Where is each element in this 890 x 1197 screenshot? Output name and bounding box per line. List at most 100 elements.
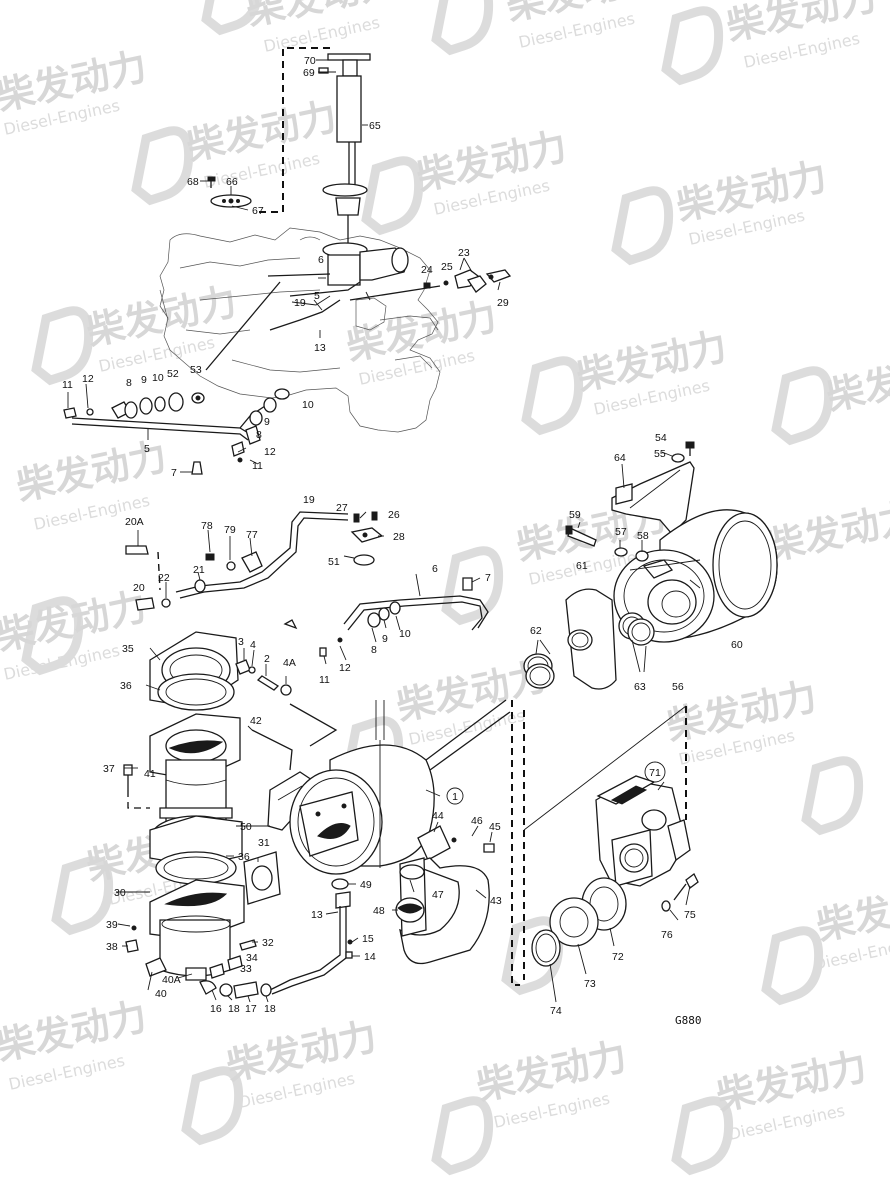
drawing-number: G880: [675, 1014, 702, 1027]
fittings-32-34: [209, 939, 257, 979]
part-label-13: 13: [314, 342, 326, 354]
part-label-22: 22: [158, 572, 170, 584]
part-label-11: 11: [62, 379, 73, 391]
part-label-48: 48: [373, 905, 385, 917]
watermark-brand: 柴发动力: [0, 994, 151, 1069]
gasket-66: [210, 194, 252, 208]
part-label-12: 12: [82, 373, 94, 385]
part-label-56: 56: [672, 681, 684, 693]
part-label-72: 72: [612, 951, 624, 963]
watermark-brand: 柴发动力: [813, 874, 890, 949]
part-label-6-b: 6: [432, 563, 438, 575]
part-label-24: 24: [421, 264, 433, 276]
part-label-44: 44: [432, 810, 444, 822]
part-label-14: 14: [364, 951, 376, 963]
part-label-8-c: 8: [371, 644, 377, 656]
watermark-brand: 柴发动力: [223, 1014, 381, 1089]
watermark-logo-icon: [761, 926, 824, 1006]
part-label-66: 66: [226, 176, 238, 188]
part-label-11-b: 11: [252, 460, 263, 472]
part-label-10-b: 10: [302, 399, 314, 411]
watermark-logo-icon: [361, 156, 424, 236]
part-label-45: 45: [489, 821, 501, 833]
part-label-9-c: 9: [382, 633, 388, 645]
part-label-12-c: 12: [339, 662, 351, 674]
part-label-8: 8: [126, 377, 132, 389]
part-label-30: 30: [114, 887, 126, 899]
part-label-62: 62: [530, 625, 542, 637]
bolt-54-55: [671, 441, 695, 463]
rings-62-63: [523, 612, 655, 689]
part-label-78: 78: [201, 520, 213, 532]
part-label-19-b: 19: [303, 494, 315, 506]
part-label-8-b: 8: [256, 429, 262, 441]
watermark-logo-icon: [201, 0, 264, 36]
fittings-20-22: [125, 545, 263, 611]
watermark-logo-icon: [51, 856, 114, 936]
watermark-logo-icon: [431, 1096, 494, 1176]
part-label-79: 79: [224, 524, 236, 536]
part-label-7: 7: [171, 467, 177, 479]
callout-label-1: 1: [452, 791, 458, 803]
watermark-brand: 柴发动力: [713, 1044, 871, 1119]
part-label-20A: 20A: [125, 516, 144, 528]
fittings-2-4: [235, 659, 292, 696]
part-label-21: 21: [193, 564, 205, 576]
washer-51: [353, 554, 375, 566]
part-label-15: 15: [362, 933, 374, 945]
part-label-57: 57: [615, 526, 627, 538]
part-label-61: 61: [576, 560, 588, 572]
watermark-logo-icon: [801, 756, 864, 836]
part-label-4A: 4A: [283, 657, 296, 669]
watermark-logo-icon: [771, 366, 834, 446]
part-label-75: 75: [684, 909, 696, 921]
part-label-5-b: 5: [144, 443, 150, 455]
part-label-41: 41: [144, 768, 156, 780]
part-label-76: 76: [661, 929, 673, 941]
part-label-23: 23: [458, 247, 470, 259]
part-label-58: 58: [637, 530, 649, 542]
part-label-77: 77: [246, 529, 258, 541]
leader-dash: [511, 700, 520, 986]
part-label-70: 70: [304, 55, 316, 67]
bolt-68: [207, 176, 216, 188]
part-label-59: 59: [569, 509, 581, 521]
part-label-3: 3: [238, 636, 244, 648]
tube-19: [175, 511, 349, 593]
part-label-4: 4: [250, 639, 256, 651]
valve-71: [595, 775, 699, 912]
part-label-34: 34: [246, 952, 258, 964]
part-label-31: 31: [258, 837, 270, 849]
part-label-69: 69: [303, 67, 315, 79]
watermark-logo-icon: [181, 1066, 244, 1146]
part-label-47: 47: [432, 889, 444, 901]
watermark-logo-icon: [521, 356, 584, 436]
watermark-logo-icon: [21, 596, 84, 676]
exhaust-pipe-43: [395, 825, 495, 965]
bolts-37-39: [123, 764, 150, 953]
part-label-10-c: 10: [399, 628, 411, 640]
part-label-46: 46: [471, 815, 483, 827]
part-label-5: 5: [314, 290, 320, 302]
part-label-17: 17: [245, 1003, 257, 1015]
watermark-brand: 柴发动力: [763, 494, 890, 569]
part-label-38: 38: [106, 941, 118, 953]
part-label-51: 51: [328, 556, 340, 568]
part-labels: 70 69 65 68 66 67 6 5 19 13 24 25 23 29 …: [62, 55, 743, 1027]
callout-circle-1: [446, 787, 464, 805]
watermark-logo-icon: [661, 6, 724, 86]
part-label-9: 9: [141, 374, 147, 386]
part-label-73: 73: [584, 978, 596, 990]
part-label-54: 54: [655, 432, 667, 444]
part-label-68: 68: [187, 176, 199, 188]
part-label-16: 16: [210, 1003, 222, 1015]
part-label-29: 29: [497, 297, 509, 309]
fittings-23-29: [423, 269, 512, 293]
elbow-61: [565, 588, 617, 690]
part-label-67: 67: [252, 205, 264, 217]
leader-line: [251, 729, 293, 771]
part-label-40: 40: [155, 988, 167, 1000]
watermark-logo-icon: [611, 186, 674, 266]
part-label-26: 26: [388, 509, 400, 521]
intake-column: [145, 631, 245, 981]
